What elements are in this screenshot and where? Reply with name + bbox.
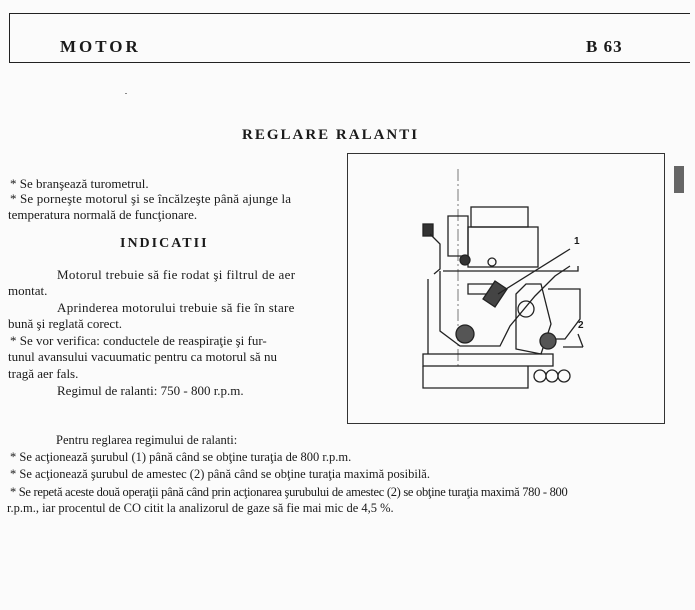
page-title: REGLARE RALANTI (242, 127, 420, 143)
procedure-step: * Se acţionează şurubul (1) până când se… (10, 450, 352, 464)
callout-1: 1 (574, 236, 580, 247)
page-edge-tab (674, 166, 684, 193)
procedure-step: * Se repetă aceste două operaţii până câ… (10, 485, 568, 499)
procedure-step: r.p.m., iar procentul de CO citit la ana… (7, 501, 394, 515)
carburetor-drawing (422, 169, 584, 389)
idle-speed-spec: Regimul de ralanti: 750 - 800 r.p.m. (57, 383, 244, 398)
callout-2: 2 (578, 320, 584, 331)
procedure-step: * Se acţionează şurubul de amestec (2) p… (10, 467, 430, 481)
scan-speck (125, 93, 127, 94)
section-title: MOTOR (60, 37, 141, 56)
indicatii-line: * Se vor verifica: conductele de reaspir… (10, 333, 267, 348)
indicatii-heading: INDICATII (120, 236, 209, 251)
carburetor-figure: 1 2 (347, 153, 665, 424)
indicatii-line: Motorul trebuie să fie rodat şi filtrul … (57, 267, 296, 282)
indicatii-line: tragă aer fals. (8, 366, 79, 381)
procedure-intro: Pentru reglarea regimului de ralanti: (56, 433, 238, 447)
indicatii-line: Aprinderea motorului trebuie să fie în s… (57, 300, 295, 315)
intro-line: * Se branşează turometrul. (10, 176, 149, 191)
intro-line: temperatura normală de funcţionare. (8, 207, 198, 222)
indicatii-line: bună şi reglată corect. (8, 316, 123, 331)
indicatii-line: montat. (8, 283, 48, 298)
page-header-box (9, 13, 690, 63)
page-code: B 63 (586, 37, 623, 56)
indicatii-line: tunul avansului vacuumatic pentru ca mot… (8, 349, 277, 364)
intro-line: * Se porneşte motorul şi se încălzeşte p… (10, 191, 292, 206)
